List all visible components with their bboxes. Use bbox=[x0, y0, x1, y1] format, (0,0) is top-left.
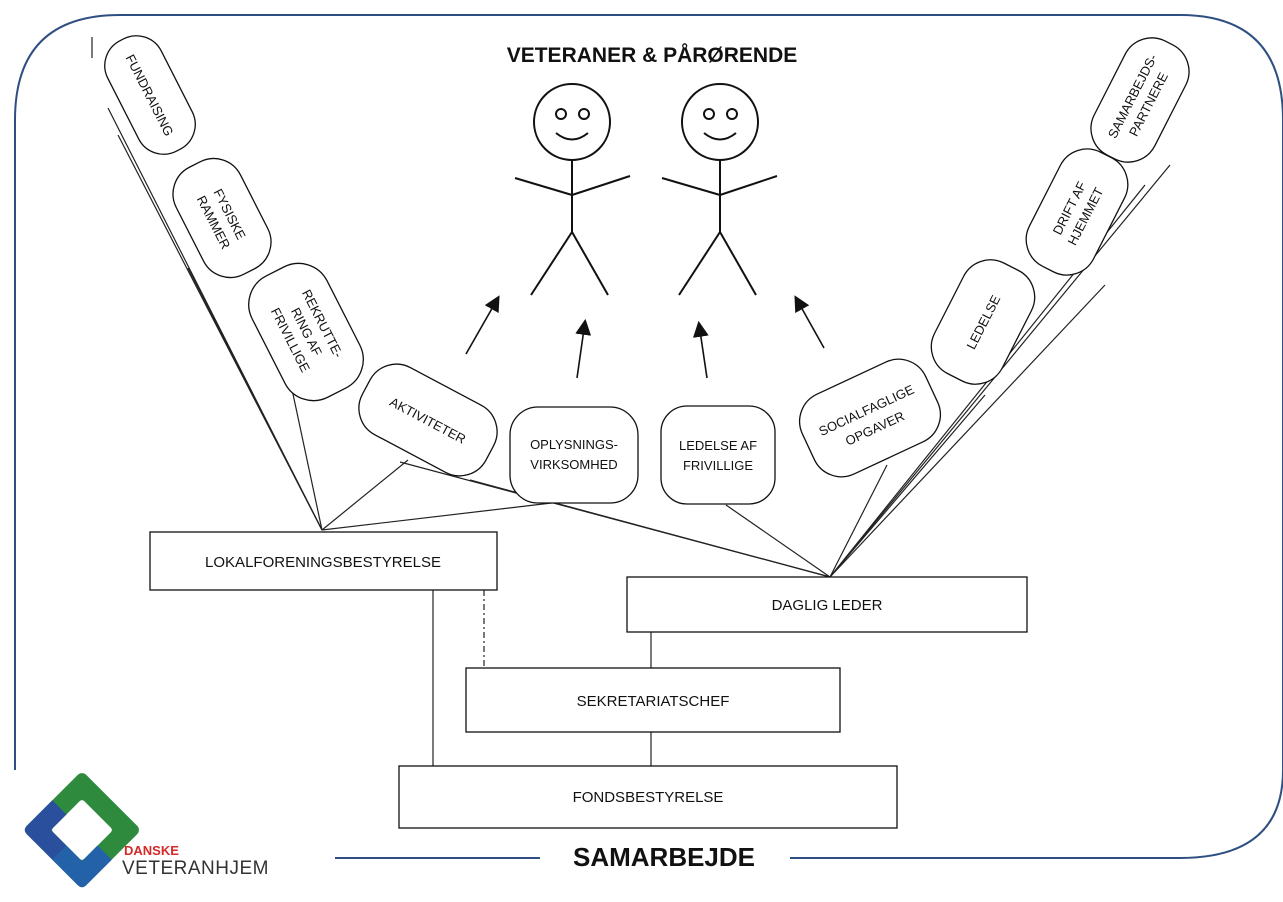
box-label: SEKRETARIATSCHEF bbox=[577, 693, 730, 710]
header-title: VETERANER & PÅRØRENDE bbox=[507, 43, 798, 67]
task-ledelse-af-frivillige: LEDELSE AF FRIVILLIGE bbox=[660, 405, 776, 505]
box-lokalforeningsbestyrelse: LOKALFORENINGSBESTYRELSE bbox=[149, 531, 498, 591]
task-label: VIRKSOMHED bbox=[530, 457, 617, 472]
arrow-up-icon bbox=[465, 295, 500, 355]
box-label: DAGLIG LEDER bbox=[772, 597, 883, 614]
box-sekretariatschef: SEKRETARIATSCHEF bbox=[465, 667, 841, 733]
task-socialfaglige-opgaver: SOCIALFAGLIGE OPGAVER bbox=[798, 358, 942, 478]
task-oplysningsvirksomhed: OPLYSNINGS- VIRKSOMHED bbox=[509, 406, 639, 504]
arrow-up-icon bbox=[692, 320, 709, 379]
relative-figure-icon bbox=[661, 83, 778, 296]
box-label: LOKALFORENINGSBESTYRELSE bbox=[205, 554, 441, 571]
task-fundraising: FUNDRAISING bbox=[104, 35, 196, 155]
box-daglig-leder: DAGLIG LEDER bbox=[626, 576, 1028, 633]
box-fondsbestyrelse: FONDSBESTYRELSE bbox=[398, 765, 898, 829]
task-label: FRIVILLIGE bbox=[683, 458, 753, 473]
footer-title: SAMARBEJDE bbox=[573, 842, 755, 872]
task-fysiske-rammer: FYSISKE RAMMER bbox=[172, 157, 272, 279]
task-aktiviteter: AKTIVITETER bbox=[358, 363, 498, 477]
task-rekruttering: REKRUTTE- RING AF FRIVILLIGE bbox=[248, 262, 364, 402]
box-label: FONDSBESTYRELSE bbox=[573, 789, 724, 806]
danske-veteranhjem-logo: DANSKE VETERANHJEM bbox=[24, 773, 269, 888]
veteran-figure-icon bbox=[514, 83, 631, 296]
connector-lines bbox=[91, 37, 1171, 767]
task-drift-af-hjemmet: DRIFT AF HJEMMET bbox=[1025, 148, 1129, 276]
diagram-frame bbox=[14, 14, 1283, 859]
task-label: OPLYSNINGS- bbox=[530, 437, 618, 452]
task-ledelse: LEDELSE bbox=[930, 259, 1036, 385]
logo-line2: VETERANHJEM bbox=[122, 858, 269, 879]
task-label: LEDELSE AF bbox=[679, 438, 757, 453]
arrow-up-icon bbox=[794, 295, 825, 349]
arrow-up-icon bbox=[575, 318, 592, 379]
logo-line1: DANSKE bbox=[124, 843, 179, 858]
